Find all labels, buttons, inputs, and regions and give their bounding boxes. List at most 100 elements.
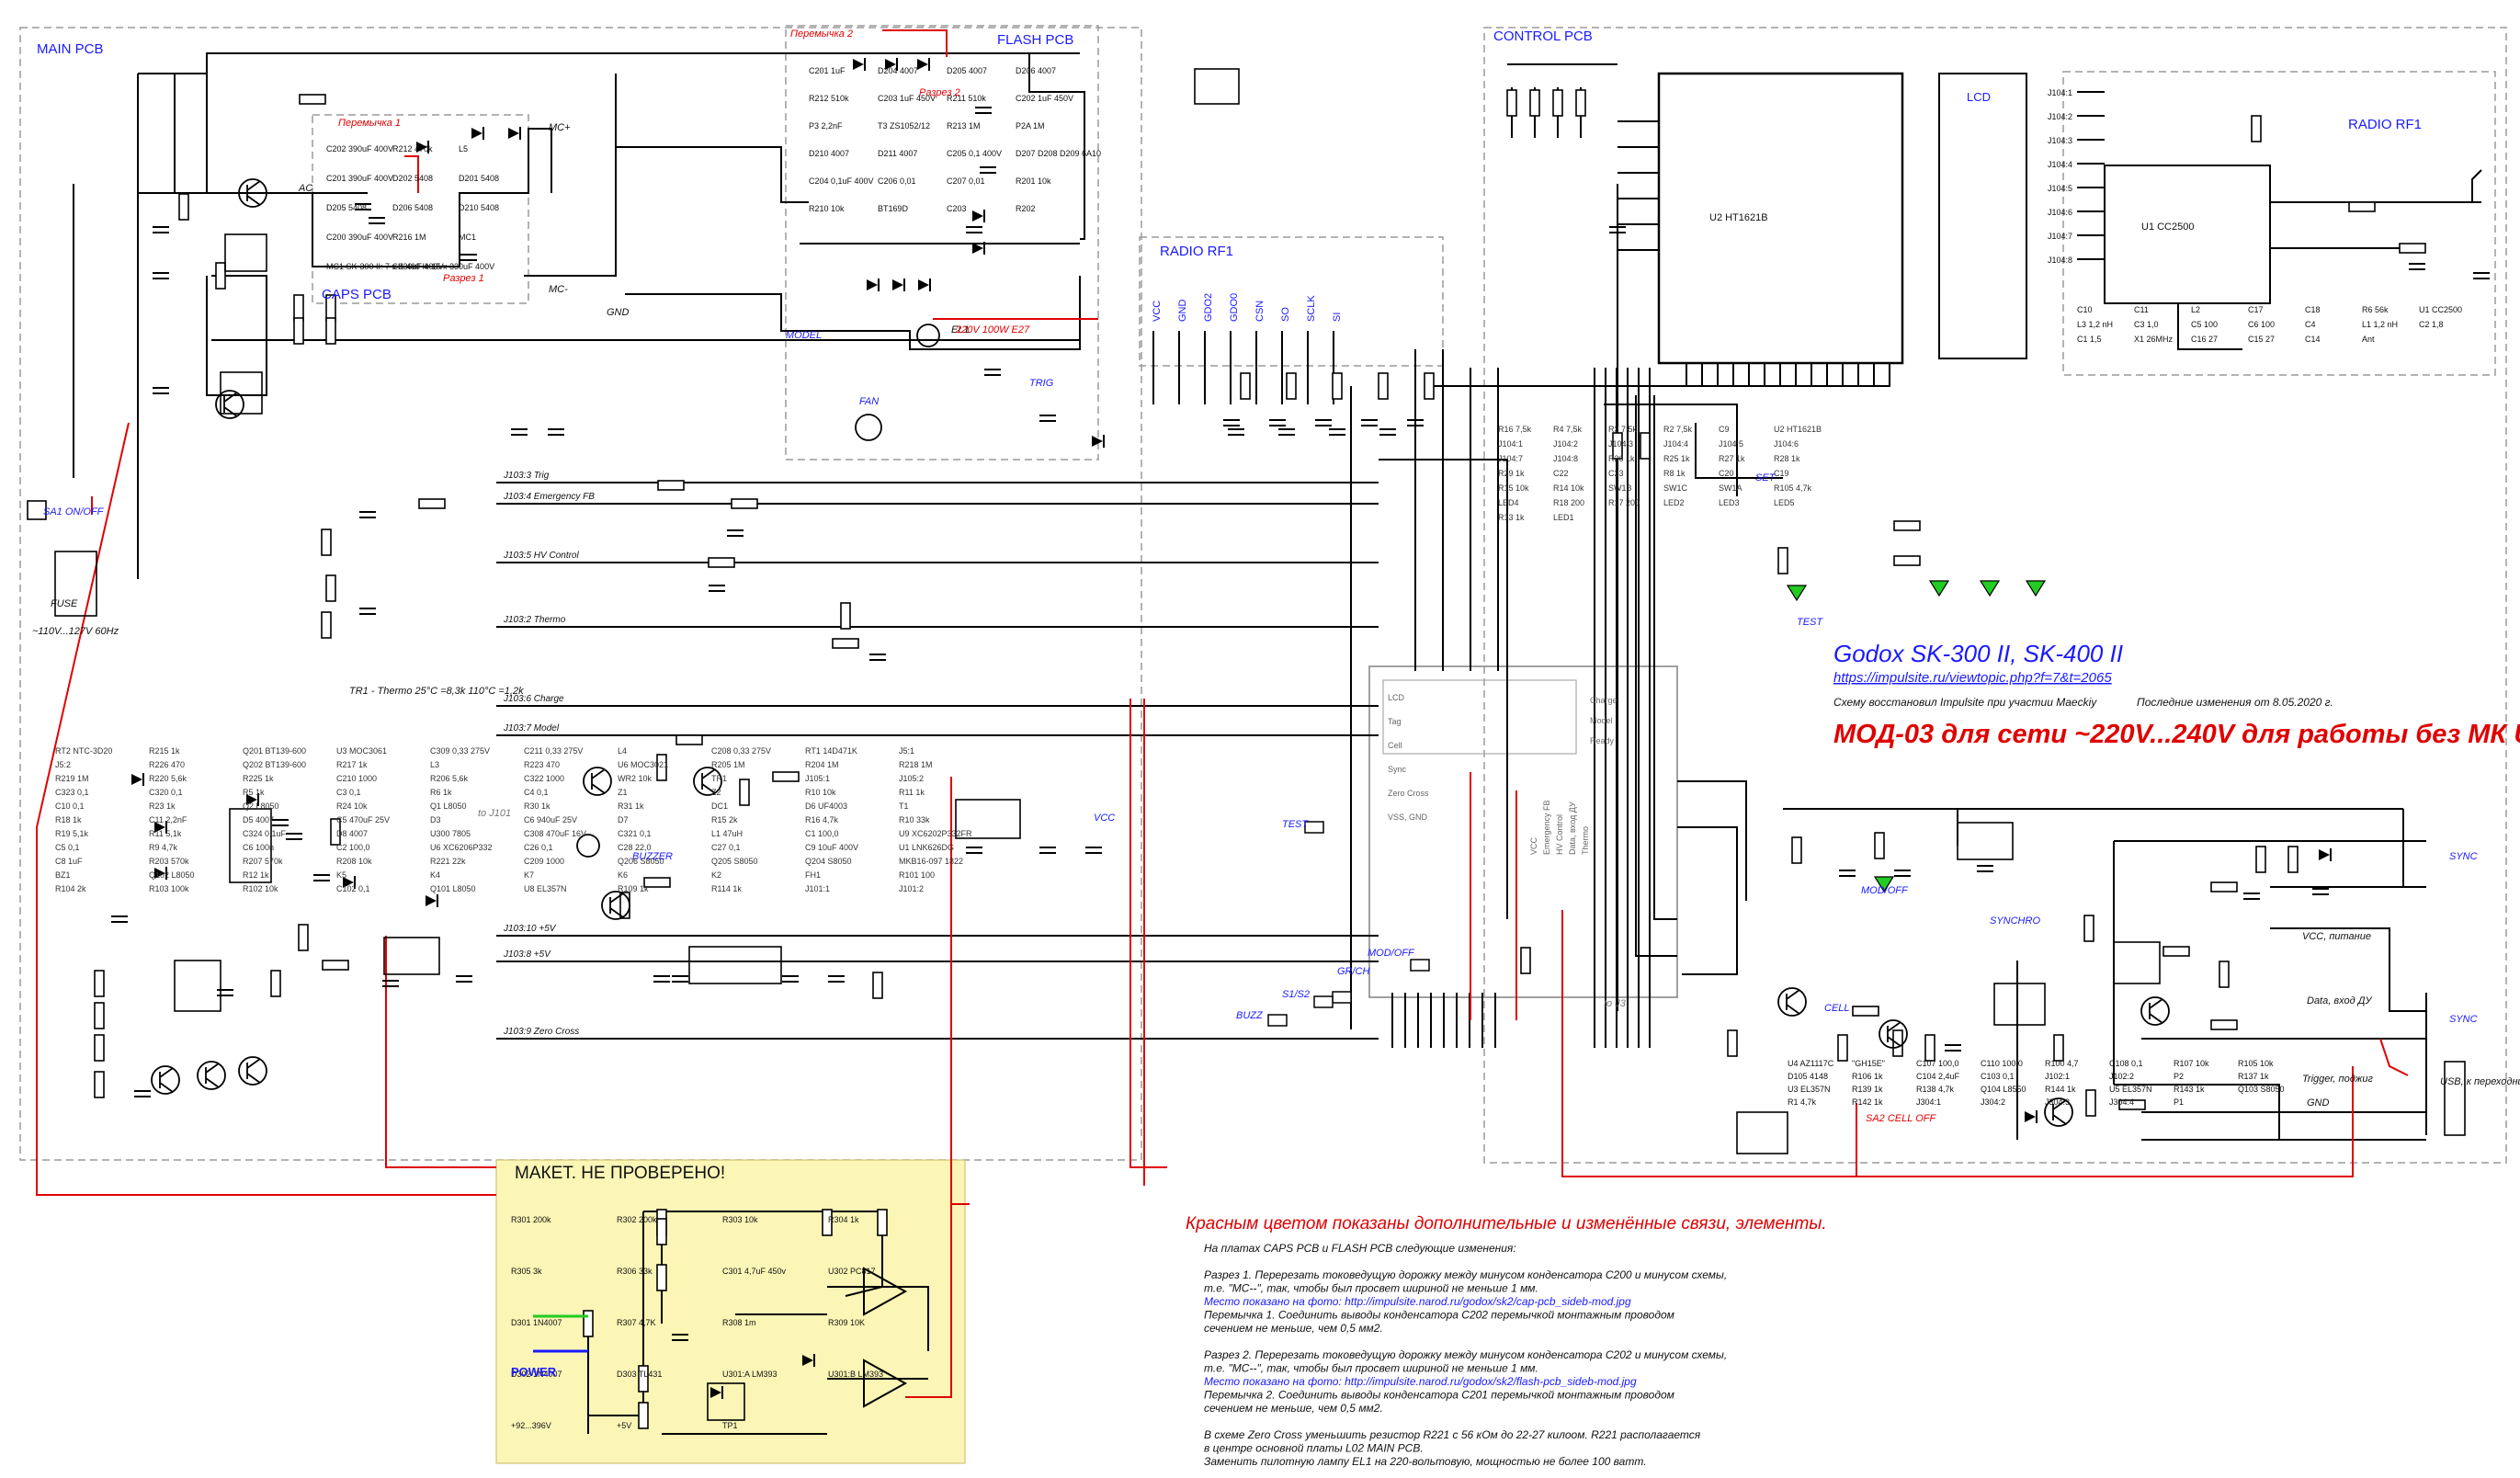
k6-switch[interactable] — [1267, 1014, 1288, 1027]
main-part: C10 0,1 — [55, 802, 85, 811]
mcu-pin-label: Sync — [1388, 765, 1407, 774]
note-line: Заменить пилотную лампу EL1 на 220-вольт… — [1204, 1455, 1647, 1468]
caps-part: C202 390uF 400V — [326, 144, 393, 153]
maket-part: +92...396V — [511, 1421, 551, 1430]
caps-part: R216 1M — [392, 233, 426, 242]
radio-filter-cap — [1269, 419, 1286, 426]
c102 — [1945, 1044, 1961, 1052]
k2-switch[interactable] — [1332, 991, 1352, 1004]
flash-part: C203 1uF 450V — [878, 94, 936, 103]
main-part: C27 0,1 — [711, 843, 741, 852]
mod-wire-b — [905, 1203, 970, 1398]
caps-part: R212 470k — [392, 144, 433, 153]
flash-part: T3 ZS1052/12 — [878, 121, 930, 131]
main-part: K2 — [711, 870, 721, 880]
caps-pcb-outline — [312, 114, 529, 304]
jumper2-wire — [882, 29, 948, 57]
flash-part: C203 — [947, 204, 967, 213]
k7-switch[interactable] — [1313, 995, 1334, 1008]
signal-row-8: J103:9 Zero Cross — [503, 1027, 579, 1037]
r138 — [2219, 961, 2230, 988]
control-part: J104:1 — [1498, 439, 1523, 449]
signal-row-4: J103:6 Charge — [503, 694, 564, 704]
control-part: C20 — [1719, 469, 1734, 478]
main-part: WR2 10k — [618, 774, 653, 783]
mod-title: МОД-03 для сети ~220V...240V для работы … — [1833, 720, 2520, 749]
sync-part: "GH15E" — [1852, 1059, 1885, 1068]
k5-switch[interactable] — [1304, 821, 1324, 834]
r15 — [643, 877, 671, 888]
sync-part: R106 1k — [1852, 1072, 1883, 1081]
main-part: R205 1M — [711, 760, 745, 769]
main-part: K7 — [524, 870, 534, 880]
control-part: R3 7,5k — [1608, 425, 1638, 434]
c27 — [1085, 847, 1102, 854]
control-part: J104:6 — [1774, 439, 1799, 449]
d301 — [710, 1387, 721, 1398]
k4-switch[interactable] — [1410, 959, 1430, 972]
control-part: J104:3 — [1608, 439, 1633, 449]
schematic-label: BUZZER — [632, 851, 673, 862]
schematic-label: Data, вход ДУ — [2307, 995, 2372, 1006]
q204 — [238, 1056, 267, 1086]
pull-up-resistor — [1506, 89, 1517, 117]
c11 — [272, 819, 289, 826]
r206 — [325, 574, 336, 602]
el1-lamp — [916, 324, 940, 347]
main-part: R19 5,1k — [55, 829, 89, 838]
sync-part: J102:1 — [2045, 1072, 2070, 1081]
sync-part: C103 0,1 — [1981, 1072, 2015, 1081]
schematic-label: SYNC — [2449, 851, 2478, 862]
schematic-label: FAN — [859, 396, 879, 407]
main-part: C9 10uF 400V — [805, 843, 858, 852]
d8 — [426, 895, 437, 906]
maket-part: R308 1m — [722, 1318, 756, 1327]
c103 — [2312, 888, 2329, 895]
radio-pin-label: SO — [1280, 307, 1291, 322]
sync-part: P2 — [2174, 1072, 2184, 1081]
main-part: R6 1k — [430, 788, 452, 797]
r11b — [270, 970, 281, 997]
wire — [1516, 363, 1750, 387]
main-part: Q101 L8050 — [430, 884, 476, 893]
signal-row-7: J103:8 +5V — [503, 949, 551, 960]
main-part: C5 470uF 25V — [336, 815, 390, 824]
u301b-comparator — [863, 1359, 908, 1408]
wire — [1539, 363, 1765, 387]
sa1-switch[interactable] — [27, 500, 47, 520]
schematic-label: VCC, питание — [2302, 931, 2371, 942]
main-part: D8 4007 — [336, 829, 368, 838]
r220 — [321, 529, 332, 556]
q103 — [2044, 1097, 2073, 1127]
main-part: R23 1k — [149, 802, 176, 811]
c207 — [1039, 415, 1056, 422]
wire — [1677, 780, 1747, 901]
radio-j104-pin: J104:7 — [2048, 232, 2072, 241]
u301a-comparator — [863, 1267, 908, 1316]
schematic-label: to J3 — [1604, 998, 1627, 1009]
main-part: K4 — [430, 870, 440, 880]
main-part: R31 1k — [618, 802, 644, 811]
control-part: J104:2 — [1553, 439, 1578, 449]
wire — [1700, 363, 1875, 387]
radio-part: C1 1,5 — [2077, 335, 2102, 344]
flash-part: D206 4007 — [1016, 66, 1056, 75]
sync-part: Q103 S8050 — [2238, 1085, 2285, 1094]
main-part: R225 1k — [243, 774, 274, 783]
d210 — [416, 142, 427, 153]
sync-part: Q104 L8550 — [1981, 1085, 2026, 1094]
schematic-label: EL1 — [951, 324, 970, 335]
signal-row-0: J103:3 Trig — [503, 471, 550, 481]
main-part: R226 470 — [149, 760, 185, 769]
radio-top-outline — [2062, 71, 2496, 376]
d105 — [2319, 849, 2330, 860]
r2wr — [321, 611, 332, 639]
control-part: R2 7,5k — [1663, 425, 1693, 434]
u8-el357n — [1736, 1111, 1788, 1154]
forum-link[interactable]: https://impulsite.ru/viewtopic.php?f=7&t… — [1833, 670, 2112, 686]
flash-part: R210 10k — [809, 204, 845, 213]
maket-part: +5V — [617, 1421, 631, 1430]
control-part: U2 HT1621B — [1774, 425, 1822, 434]
control-part: LED2 — [1663, 498, 1685, 507]
main-part: R11 5,1k — [149, 829, 182, 838]
